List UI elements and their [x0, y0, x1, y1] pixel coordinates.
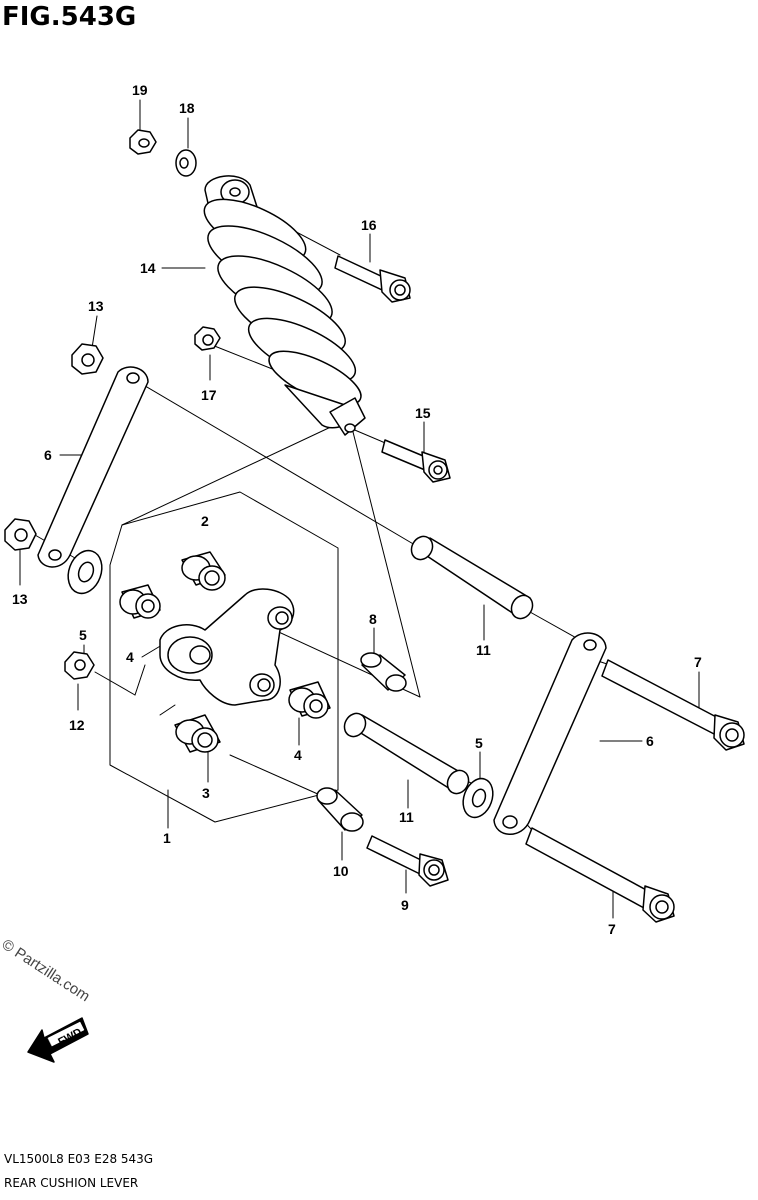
- sleeve-11-lower: [343, 712, 470, 795]
- callout-6-right: 6: [646, 733, 654, 749]
- callout-4-right: 4: [294, 747, 302, 763]
- nut-13-upper: [71, 343, 104, 375]
- bolt-7-lower: [525, 827, 675, 923]
- callout-9: 9: [401, 897, 409, 913]
- footer-model-code: VL1500L8 E03 E28 543G: [4, 1152, 154, 1166]
- callout-18: 18: [179, 100, 195, 116]
- sleeve-11-upper: [410, 535, 534, 620]
- callout-5-right: 5: [475, 735, 483, 751]
- footer-part-name: REAR CUSHION LEVER: [4, 1176, 139, 1190]
- nut-13-lower: [4, 518, 37, 551]
- bolt-7-upper: [601, 659, 745, 751]
- nut-5-left: [64, 651, 95, 680]
- callout-1: 1: [163, 830, 171, 846]
- callout-13-lower: 13: [12, 591, 28, 607]
- washer-18: [175, 149, 197, 177]
- callout-11-lower: 11: [399, 809, 414, 825]
- fwd-arrow-icon: FWD: [27, 1017, 89, 1063]
- bearing-4-left: [119, 584, 161, 619]
- washer-5-left-upper: [67, 549, 103, 595]
- callout-7-lower: 7: [608, 921, 616, 937]
- callout-5-left: 5: [79, 627, 87, 643]
- callout-14: 14: [140, 260, 156, 276]
- bolt-15: [381, 439, 451, 483]
- callout-6-left: 6: [44, 447, 52, 463]
- washer-5-right: [462, 777, 494, 819]
- bearing-2: [181, 551, 226, 591]
- callout-16: 16: [361, 217, 377, 233]
- callout-11-upper: 11: [476, 642, 491, 658]
- sleeve-10: [316, 787, 364, 832]
- nut-17: [194, 326, 221, 351]
- nut-19: [129, 129, 157, 155]
- callout-12: 12: [69, 717, 85, 733]
- link-rod-6-left: [37, 366, 149, 568]
- callout-7-upper: 7: [694, 654, 702, 670]
- shock-absorber-14: [203, 175, 366, 436]
- bolt-16: [334, 255, 411, 303]
- figure-title: FIG.543G: [2, 2, 137, 32]
- bearing-3: [174, 714, 221, 753]
- callout-17: 17: [201, 387, 217, 403]
- bearing-4-right: [288, 681, 331, 719]
- callout-13-upper: 13: [88, 298, 104, 314]
- callout-8: 8: [369, 611, 377, 627]
- link-rod-6-right: [493, 632, 607, 835]
- cushion-lever-1: [159, 588, 295, 706]
- callout-numbers: 19 18 16 14 13 17 15 6 13 2 8 11 5 4 12 …: [12, 82, 702, 937]
- callout-leaders: [19, 99, 700, 919]
- bolt-9: [366, 835, 449, 887]
- callout-15: 15: [415, 405, 431, 421]
- sleeve-8: [360, 652, 407, 692]
- callout-3: 3: [202, 785, 210, 801]
- callout-19: 19: [132, 82, 148, 98]
- callout-2: 2: [201, 513, 209, 529]
- callout-4-left: 4: [126, 649, 134, 665]
- callout-10: 10: [333, 863, 349, 879]
